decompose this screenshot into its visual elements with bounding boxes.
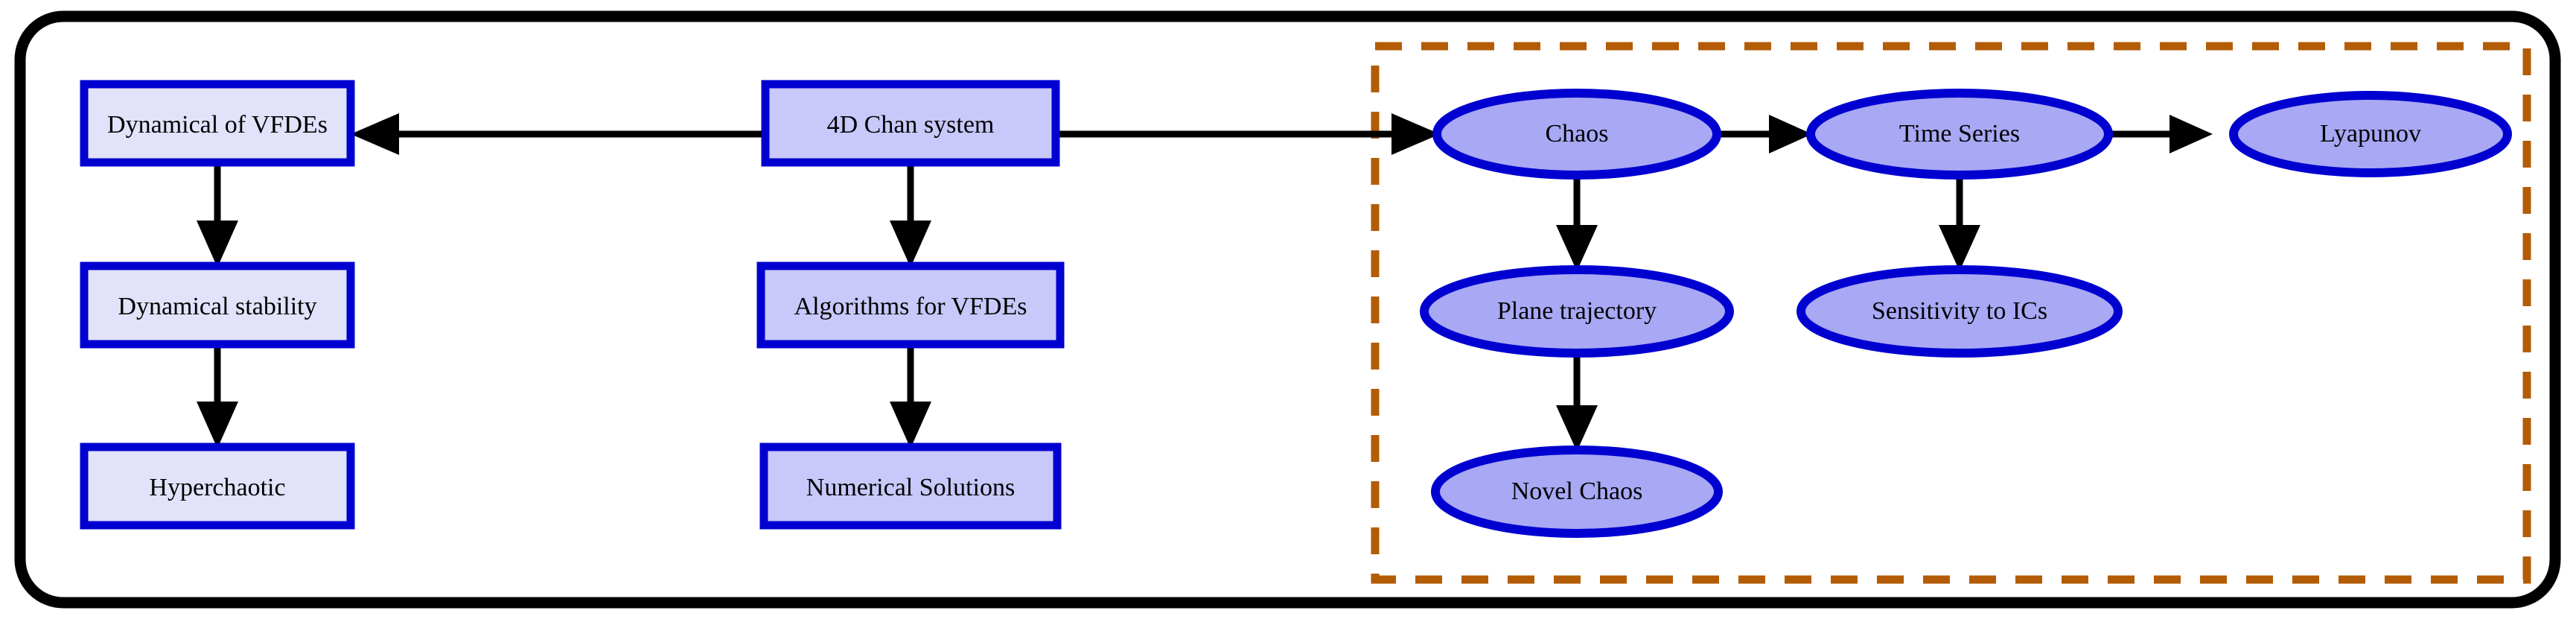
- edge-chaos-to-plane: [1556, 175, 1598, 271]
- node-sensitivity-to-ics[interactable]: Sensitivity to ICs: [1796, 265, 2123, 358]
- edge-timeseries-to-lyapunov: [2108, 115, 2213, 153]
- node-shape-ellipse: [1420, 265, 1734, 358]
- edge-stability-to-hyperchaotic: [197, 344, 238, 448]
- edge-plane-to-novel: [1556, 353, 1598, 451]
- edge-dynamical-to-stability: [197, 162, 238, 267]
- node-shape-ellipse: [2229, 91, 2512, 177]
- node-shape-rect: [80, 261, 355, 349]
- node-shape-ellipse: [1796, 265, 2123, 358]
- node-algorithms-for-vfdes[interactable]: Algorithms for VFDEs: [756, 261, 1065, 349]
- edge-chan-to-chaos: [1056, 113, 1440, 155]
- node-shape-rect: [756, 261, 1065, 349]
- node-chaos[interactable]: Chaos: [1432, 89, 1721, 180]
- node-shape-ellipse: [1432, 89, 1721, 180]
- node-dynamical-of-vfdes[interactable]: Dynamical of VFDEs: [80, 80, 355, 167]
- node-lyapunov[interactable]: Lyapunov: [2229, 91, 2512, 177]
- node-shape-rect: [80, 80, 355, 167]
- node-numerical-solutions[interactable]: Numerical Solutions: [759, 443, 1062, 530]
- edge-chan-to-dynamical: [351, 113, 762, 155]
- node-shape-rect: [759, 443, 1062, 530]
- node-shape-rect: [761, 80, 1060, 167]
- outer-rounded-frame: [14, 10, 2561, 609]
- edge-timeseries-to-sensitivity: [1939, 175, 1980, 271]
- node-plane-trajectory[interactable]: Plane trajectory: [1420, 265, 1734, 358]
- node-4d-chan-system[interactable]: 4D Chan system: [761, 80, 1060, 167]
- node-shape-rect: [80, 443, 355, 530]
- node-time-series[interactable]: Time Series: [1806, 89, 2113, 180]
- node-hyperchaotic[interactable]: Hyperchaotic: [80, 443, 355, 530]
- node-shape-ellipse: [1431, 445, 1723, 538]
- node-dynamical-stability[interactable]: Dynamical stability: [80, 261, 355, 349]
- edge-algorithms-to-numerical: [890, 344, 931, 448]
- node-novel-chaos[interactable]: Novel Chaos: [1431, 445, 1723, 538]
- edge-chan-to-algorithms: [890, 162, 931, 267]
- node-shape-ellipse: [1806, 89, 2113, 180]
- chaos-analysis-group-border: [1371, 42, 2531, 584]
- edge-chaos-to-timeseries: [1717, 115, 1812, 153]
